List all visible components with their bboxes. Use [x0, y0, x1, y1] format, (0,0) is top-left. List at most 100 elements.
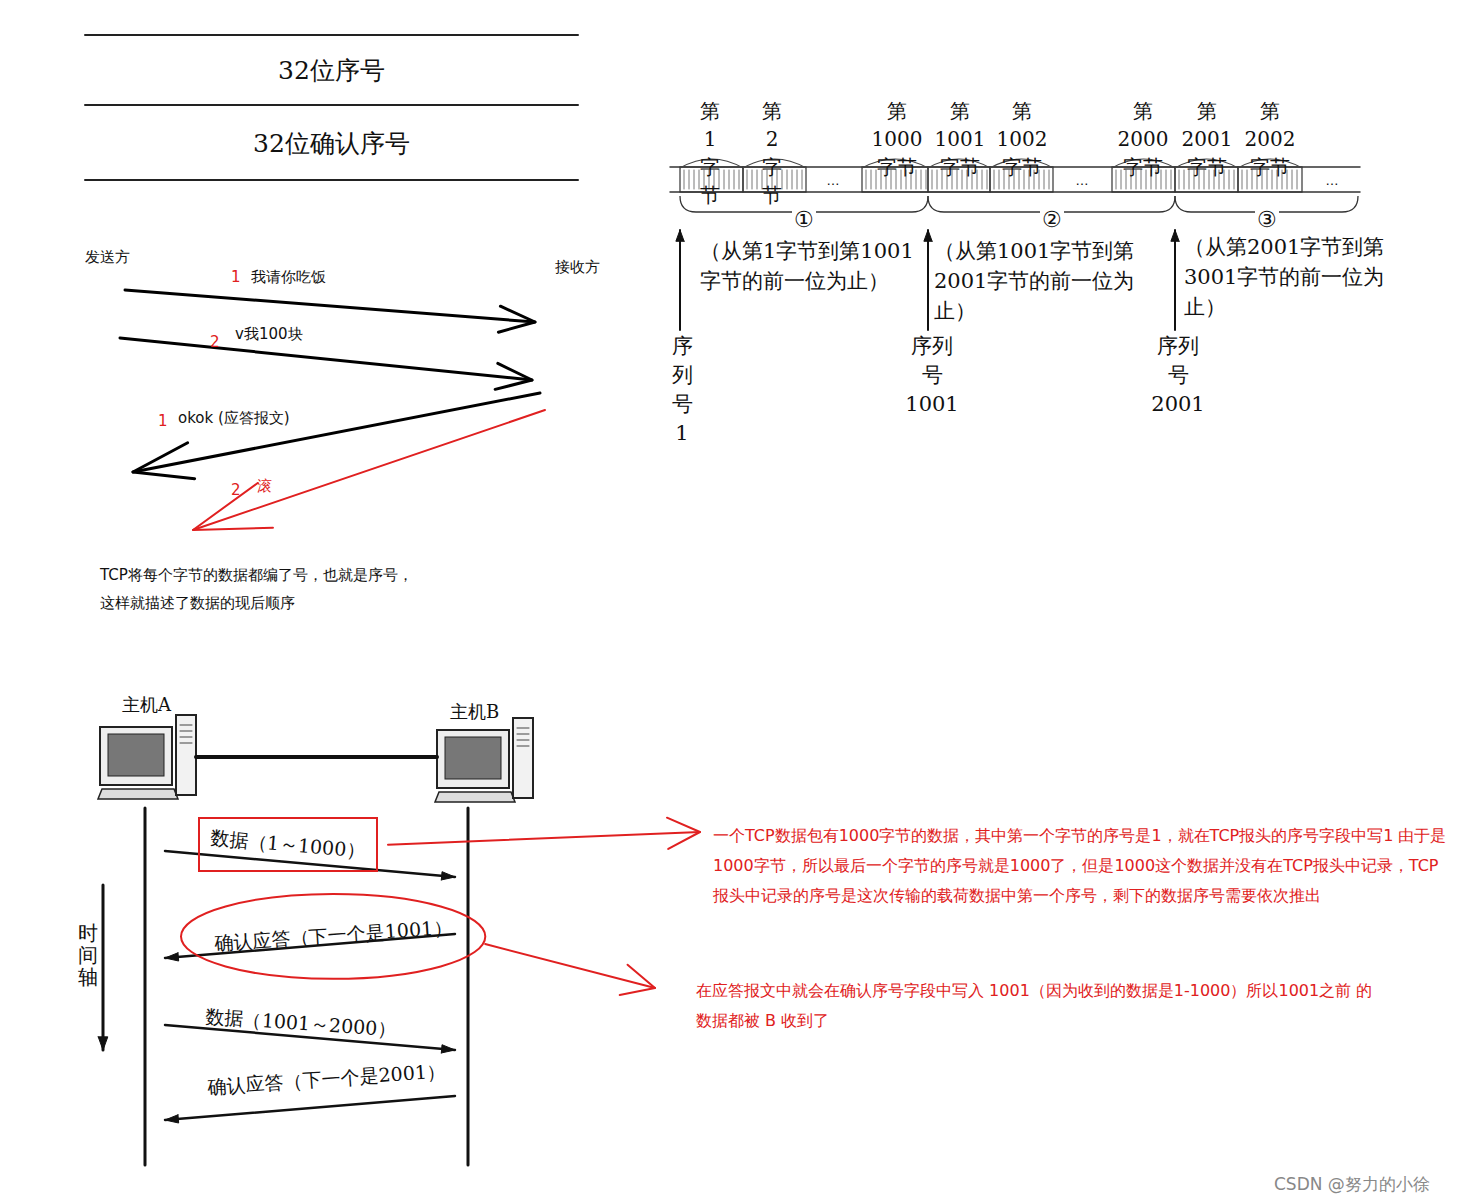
hatch — [689, 170, 690, 189]
sequence-label: 序列号 1 — [672, 332, 693, 448]
segment-range: （从第1字节到第1001字节的前一位为止） — [700, 236, 922, 296]
byte-label: 第1 字节 — [700, 97, 720, 209]
hatch — [724, 170, 725, 189]
hatch — [876, 170, 877, 189]
hatch — [757, 170, 758, 189]
hatch — [1044, 170, 1045, 189]
node-text: 确认应答（下一个是1001） — [213, 915, 453, 958]
hatch — [1049, 170, 1050, 189]
role-label: 发送方 — [85, 247, 130, 268]
highlight-box: 数据（1～1000） — [198, 817, 378, 872]
ellipsis: … — [825, 172, 842, 190]
hatch — [1297, 170, 1298, 189]
arrow-head — [667, 818, 700, 849]
hatch — [1292, 170, 1293, 189]
screen — [445, 737, 501, 779]
segment-number: ③ — [1255, 204, 1279, 235]
arrow-line — [165, 1096, 455, 1120]
arrow-line — [679, 230, 681, 330]
hatch — [1234, 170, 1235, 189]
byte-label: 第2002 字节 — [1245, 97, 1296, 181]
step-number: 1 — [158, 411, 168, 432]
tower — [513, 718, 533, 798]
hatch — [1179, 170, 1180, 189]
segment-number: ① — [792, 204, 816, 235]
arrow-head — [133, 443, 195, 479]
arrow-head — [676, 230, 684, 241]
tower — [176, 715, 196, 795]
arrow-line — [193, 410, 545, 530]
hatch — [871, 170, 872, 189]
byte-label: 第1001 字节 — [935, 97, 986, 181]
header-band: 32位确认序号 — [85, 107, 578, 179]
drive-slot — [517, 728, 529, 729]
arrow-head — [441, 872, 455, 880]
hatch — [1121, 170, 1122, 189]
hatch — [787, 170, 788, 189]
byte-label: 第2000 字节 — [1118, 97, 1169, 181]
arrow-head — [165, 953, 179, 961]
hatch — [752, 170, 753, 189]
arrow-head — [498, 306, 535, 332]
byte-label: 第2001 字节 — [1182, 97, 1233, 181]
step-number: 2 — [231, 480, 241, 501]
arrow-line — [927, 230, 929, 330]
annotation-text: 在应答报文中就会在确认序号字段中写入 1001（因为收到的数据是1-1000）所… — [696, 976, 1376, 1036]
message-text: 滚 — [257, 476, 272, 497]
drive-slot — [180, 737, 192, 738]
drive-slot — [517, 746, 529, 747]
hatch — [1116, 170, 1117, 189]
node-text: 32位确认序号 — [253, 127, 410, 160]
header-band: 32位序号 — [85, 37, 578, 104]
arrow-line — [120, 338, 532, 380]
hatch — [932, 170, 933, 189]
hatch — [1229, 170, 1230, 189]
hatch — [684, 170, 685, 189]
arrow-head — [924, 230, 932, 241]
drive-slot — [180, 725, 192, 726]
hatch — [734, 170, 735, 189]
arrow-line — [388, 832, 700, 845]
hatch — [994, 170, 995, 189]
drive-slot — [517, 740, 529, 741]
annotation-text: 一个TCP数据包有1000字节的数据，其中第一个字节的序号是1，就在TCP报头的… — [713, 821, 1449, 911]
arrow-head — [620, 965, 655, 995]
arrow-line — [1174, 230, 1176, 330]
sequence-label: 序列号 2001 — [1151, 332, 1204, 419]
message-text: okok (应答报文) — [178, 408, 290, 429]
hatch — [747, 170, 748, 189]
segment-range: （从第1001字节到第2001字节的前一位为止） — [934, 236, 1170, 326]
segment-range: （从第2001字节到第3001字节的前一位为止） — [1184, 232, 1424, 322]
ellipsis: … — [1074, 172, 1091, 190]
role-label: 接收方 — [555, 257, 600, 278]
message-label: 数据（1001～2000） — [204, 1003, 397, 1043]
hatch — [982, 170, 983, 189]
monitor — [437, 730, 509, 788]
arrow-line — [125, 290, 535, 322]
hatch — [729, 170, 730, 189]
host-label: 主机A — [122, 692, 171, 717]
drive-slot — [180, 743, 192, 744]
drive-slot — [517, 734, 529, 735]
table-rule — [85, 179, 578, 181]
monitor — [100, 727, 172, 785]
ellipsis: … — [1324, 172, 1341, 190]
axis-label: 时间轴 — [78, 922, 98, 988]
keyboard — [98, 789, 178, 799]
table-rule — [85, 34, 578, 36]
hatch — [866, 170, 867, 189]
hatch — [739, 170, 740, 189]
arrow-head — [495, 363, 532, 389]
hatch — [802, 170, 803, 189]
hatch — [1166, 170, 1167, 189]
arrow-head — [1171, 230, 1179, 241]
step-number: 1 — [231, 267, 241, 288]
arrow-head — [165, 1115, 179, 1123]
arrow-head — [98, 1037, 108, 1050]
hatch — [797, 170, 798, 189]
hatch — [937, 170, 938, 189]
highlight-ellipse: 确认应答（下一个是1001） — [179, 892, 487, 981]
message-text: 我请你吃饭 — [251, 267, 326, 288]
message-text: v我100块 — [235, 324, 303, 345]
drive-slot — [180, 731, 192, 732]
